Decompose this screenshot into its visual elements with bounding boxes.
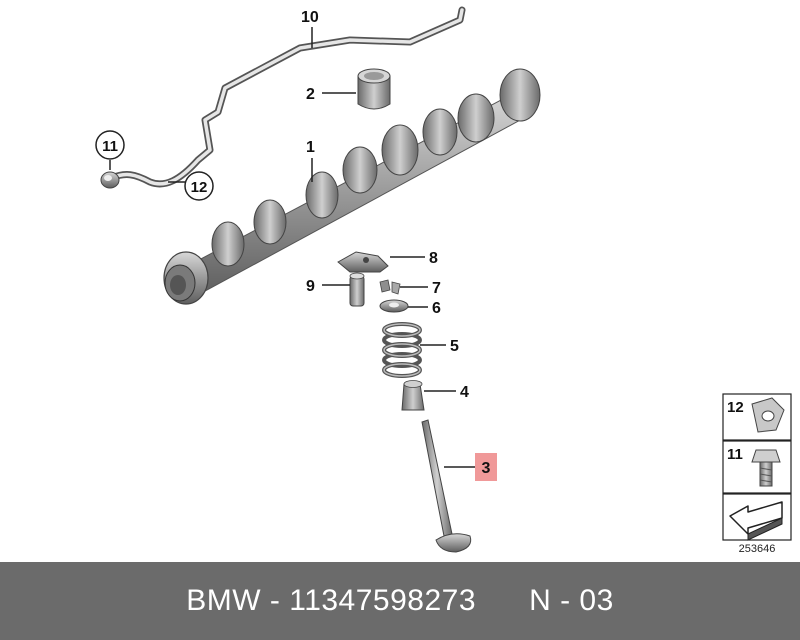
callout-3-highlight: [475, 453, 497, 481]
part-number-footer: BMW - 11347598273 N - 03: [0, 562, 800, 640]
callout-11-circle: [95, 130, 125, 160]
valve-spring: [382, 322, 422, 378]
valve-keepers: [379, 279, 401, 295]
footer-gap: [476, 584, 529, 618]
direction-arrow-icon: [729, 501, 783, 541]
tappet: [357, 68, 391, 110]
leader-lines: [109, 27, 476, 468]
callout-4: 4: [460, 384, 469, 401]
callout-6: 6: [432, 300, 441, 317]
callout-10: 10: [301, 9, 319, 26]
footer-code: N - 03: [529, 584, 614, 617]
legend-panel: 12 11 253646: [722, 393, 792, 555]
valve-spring-highlight: [383, 323, 421, 377]
callout-3: 3: [482, 460, 491, 477]
lash-adjuster: [349, 272, 365, 307]
rocker-arm: [337, 251, 389, 273]
callout-11: 11: [102, 138, 118, 155]
callout-5: 5: [450, 338, 459, 355]
camshaft: [163, 68, 541, 305]
valve-stem-seal: [401, 380, 425, 411]
footer-sep-1: -: [261, 584, 290, 617]
diagram-number: 253646: [739, 543, 776, 555]
legend-label-11: 11: [727, 446, 743, 463]
footer-brand: BMW: [186, 584, 262, 617]
spring-retainer: [379, 299, 409, 313]
callout-1: 1: [306, 139, 315, 156]
legend-label-12: 12: [727, 399, 744, 416]
callout-2: 2: [306, 86, 315, 103]
exploded-parts-diagram: 10 2 1 11 12 8 9 7 6 5 4 3 12 11: [95, 6, 792, 555]
banjo-bolt: [100, 171, 120, 189]
footer-part-number: 11347598273: [289, 584, 477, 617]
hex-bolt-icon: [751, 449, 781, 487]
valve: [421, 419, 472, 553]
pipe-clamp-icon: [751, 397, 785, 433]
callout-9: 9: [306, 278, 315, 295]
callouts: 10 2 1 11 12 8 9 7 6 5 4 3: [95, 9, 497, 481]
callout-7: 7: [432, 280, 441, 297]
callout-8: 8: [429, 250, 438, 267]
callout-12: 12: [191, 179, 208, 196]
callout-12-circle: [184, 171, 214, 201]
